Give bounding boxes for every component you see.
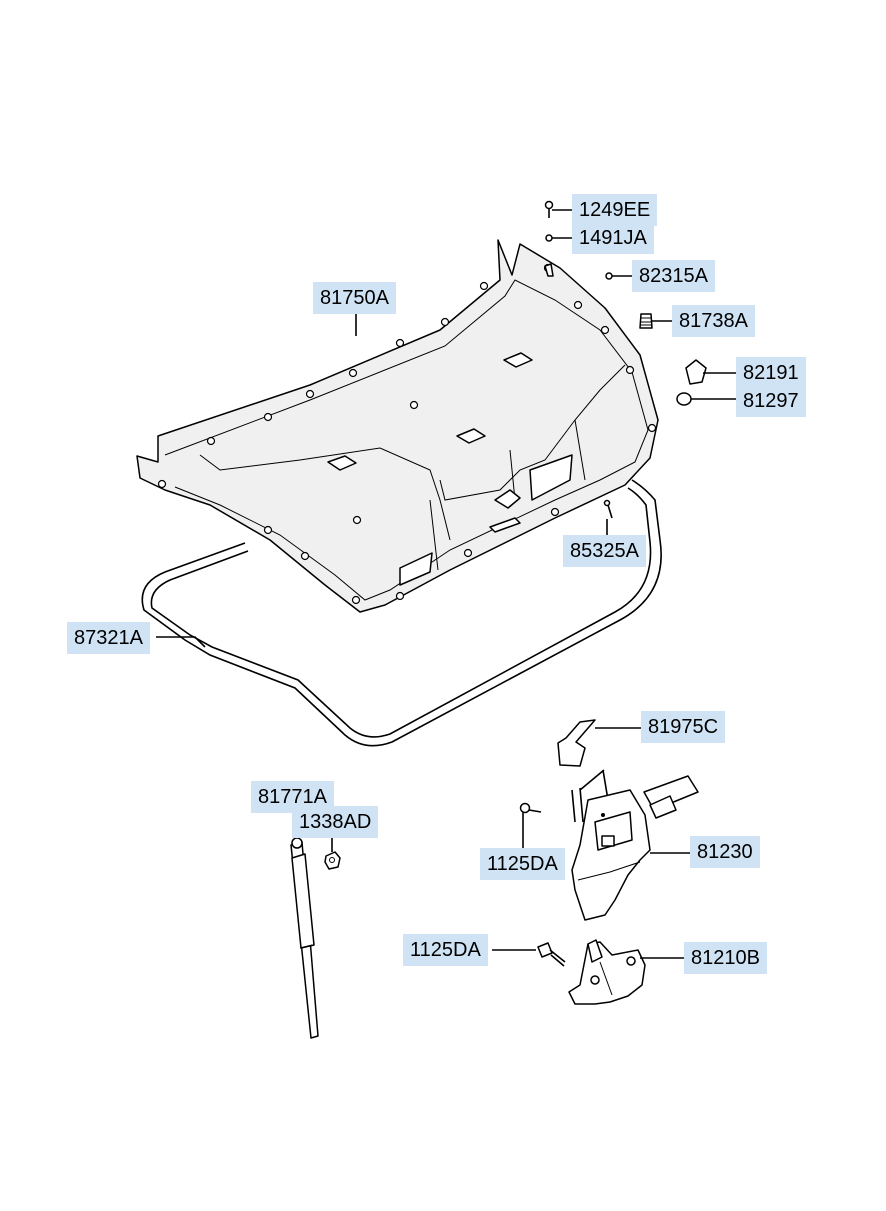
ring-81297 (676, 392, 692, 406)
callout-81230[interactable]: 81230 (690, 836, 760, 868)
screw-1491JA (545, 234, 553, 242)
callout-1125DA-latch[interactable]: 1125DA (480, 848, 565, 880)
callout-1249EE[interactable]: 1249EE (572, 194, 658, 226)
bolt-1125DA-striker (537, 942, 566, 967)
striker-81210B (568, 939, 646, 1005)
screw-82315A (605, 272, 613, 280)
callout-81738A[interactable]: 81738A (672, 305, 755, 337)
callout-81975C[interactable]: 81975C (641, 711, 726, 743)
protector-81975C (557, 719, 596, 767)
nut-1338AD (324, 851, 341, 870)
callout-82315A[interactable]: 82315A (632, 260, 715, 292)
bumper-81738A (639, 313, 653, 329)
pin-85325A (603, 499, 613, 519)
callout-1125DA-striker[interactable]: 1125DA (403, 934, 488, 966)
callout-87321A[interactable]: 87321A (67, 622, 150, 654)
callout-81210B[interactable]: 81210B (684, 942, 767, 974)
callout-1338AD[interactable]: 1338AD (292, 806, 379, 838)
trunk-lid-trim-panel (136, 239, 659, 613)
callout-81750A[interactable]: 81750A (313, 282, 396, 314)
lift-strut-81771A (290, 837, 319, 1039)
callout-85325A[interactable]: 85325A (563, 535, 646, 567)
trunk-latch-81230 (571, 769, 699, 921)
weatherstrip (141, 479, 662, 747)
callout-81297[interactable]: 81297 (736, 385, 806, 417)
cap-82191 (685, 359, 707, 385)
screw-1249EE (544, 200, 554, 218)
callout-82191[interactable]: 82191 (736, 357, 806, 389)
bolt-1125DA-latch (519, 802, 542, 814)
leader-lines (156, 209, 736, 959)
callout-1491JA[interactable]: 1491JA (572, 222, 654, 254)
